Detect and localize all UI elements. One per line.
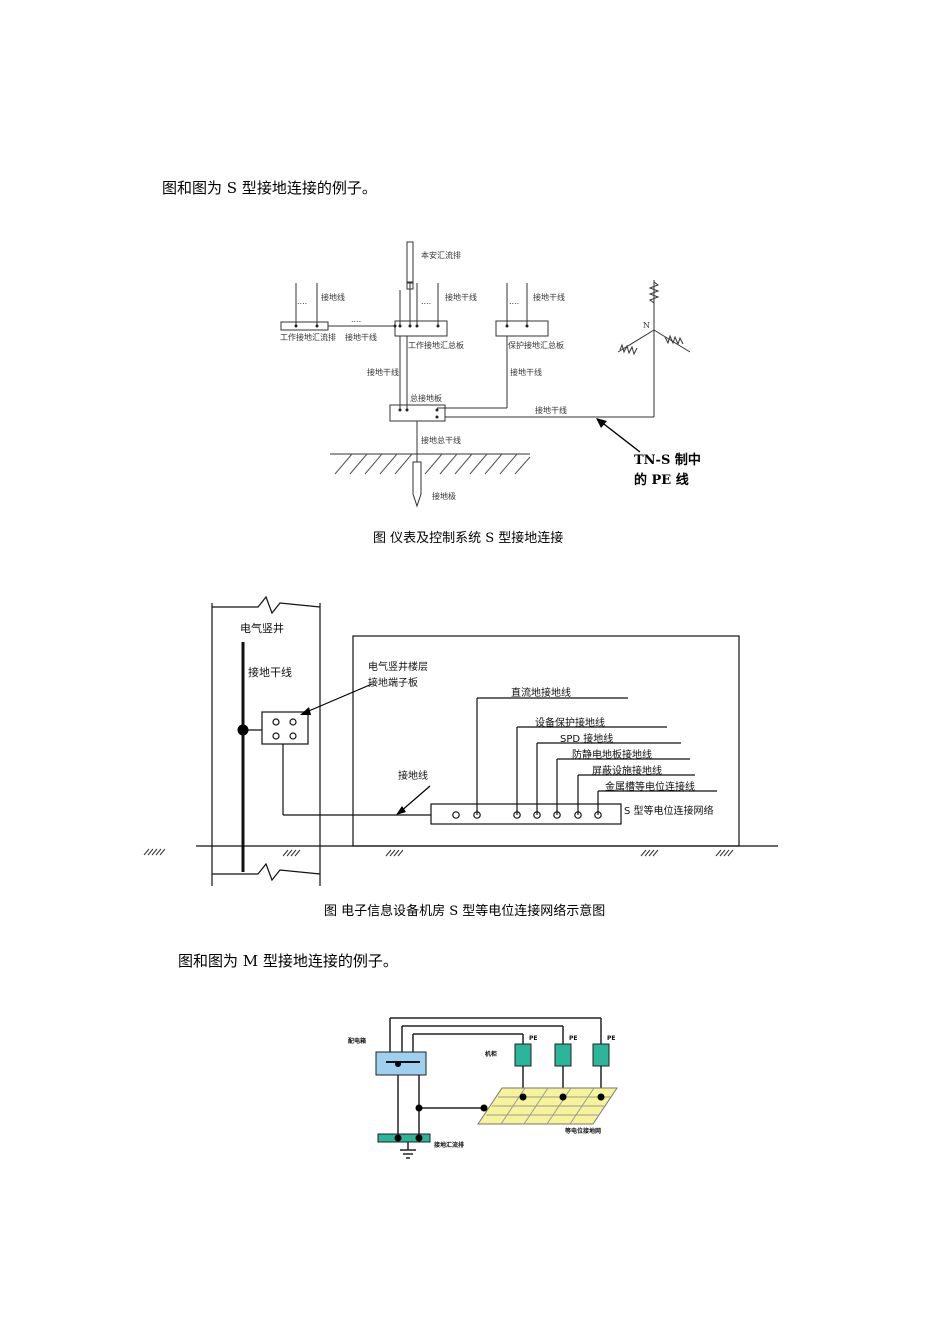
dots-4: .... [509,297,519,306]
label-floor-board-2: 接地端子板 [368,676,418,689]
label-equipment: 机柜 [485,1050,497,1058]
label-dc-ground: 直流地接地线 [511,686,571,699]
paragraph-s-type-intro: 图和图为 S 型接地连接的例子。 [162,179,377,197]
label-equip-protect: 设备保护接地线 [535,716,605,729]
label-pe-line-1: TN-S 制中 [634,452,701,468]
label-main-trunk: 接地总干线 [421,435,461,445]
label-pe-line-2: 的 PE 线 [634,472,689,488]
label-main-board: 总接地板 [410,393,442,403]
label-ground-trunk-d: 接地干线 [367,367,399,377]
distribution-box [375,1051,427,1076]
work-board-box [394,320,448,337]
label-bus: 接地汇流排 [433,1141,464,1149]
hatch-1 [143,848,166,856]
ground-bus-bar [377,1133,431,1143]
label-ground-trunk-c: 接地干线 [345,332,377,342]
label-work-board: 工作接地汇总板 [408,340,464,350]
label-local-bus: 本安汇流排 [421,250,461,260]
label-tray: 金属槽等电位连接线 [605,780,695,793]
label-electrode: 接地极 [432,491,456,501]
label-shaft: 电气竖井 [240,621,284,635]
dots-2: .... [351,315,361,324]
label-trunk: 接地干线 [248,665,292,679]
cabinet-1 [514,1043,532,1067]
s-network-bar [430,803,622,825]
cabinet-2 [554,1043,572,1067]
label-spd: SPD 接地线 [560,732,613,745]
floor-terminal-board [261,711,309,745]
label-ground-trunk-f: 接地干线 [535,405,567,415]
label-neutral: N [643,321,650,330]
label-pe-2: PE [569,1035,578,1042]
label-ground-trunk-a: 接地干线 [445,292,477,302]
label-dist-box: 配电箱 [348,1037,366,1045]
figure-2-caption: 图 电子信息设备机房 S 型等电位连接网络示意图 [324,904,606,919]
label-pe-1: PE [529,1035,538,1042]
label-ground-trunk-e: 接地干线 [510,367,542,377]
figure-1-caption: 图 仪表及控制系统 S 型接地连接 [373,531,564,546]
label-ground-trunk-b: 接地干线 [533,292,565,302]
protect-board-box [495,320,549,337]
cabinet-3 [592,1043,610,1067]
label-mesh: 等电位接地网 [564,1127,601,1135]
label-shield: 屏蔽设施接地线 [592,764,662,777]
ground-electrode [412,461,422,508]
label-antistatic: 防静电地板接地线 [572,748,652,761]
label-floor-board-1: 电气竖井楼层 [368,660,428,673]
paragraph-m-type-intro: 图和图为 M 型接地连接的例子。 [178,952,398,970]
label-network: S 型等电位连接网络 [624,804,714,817]
label-ground-line: 接地线 [398,769,428,782]
dots-3: .... [421,297,431,306]
label-protect-board: 保护接地汇总板 [508,340,564,350]
dots-1: .... [297,297,307,306]
label-pe-3: PE [607,1035,616,1042]
label-work-bus: 工作接地汇流排 [280,332,336,342]
label-ground-wire: 接地线 [321,292,345,302]
